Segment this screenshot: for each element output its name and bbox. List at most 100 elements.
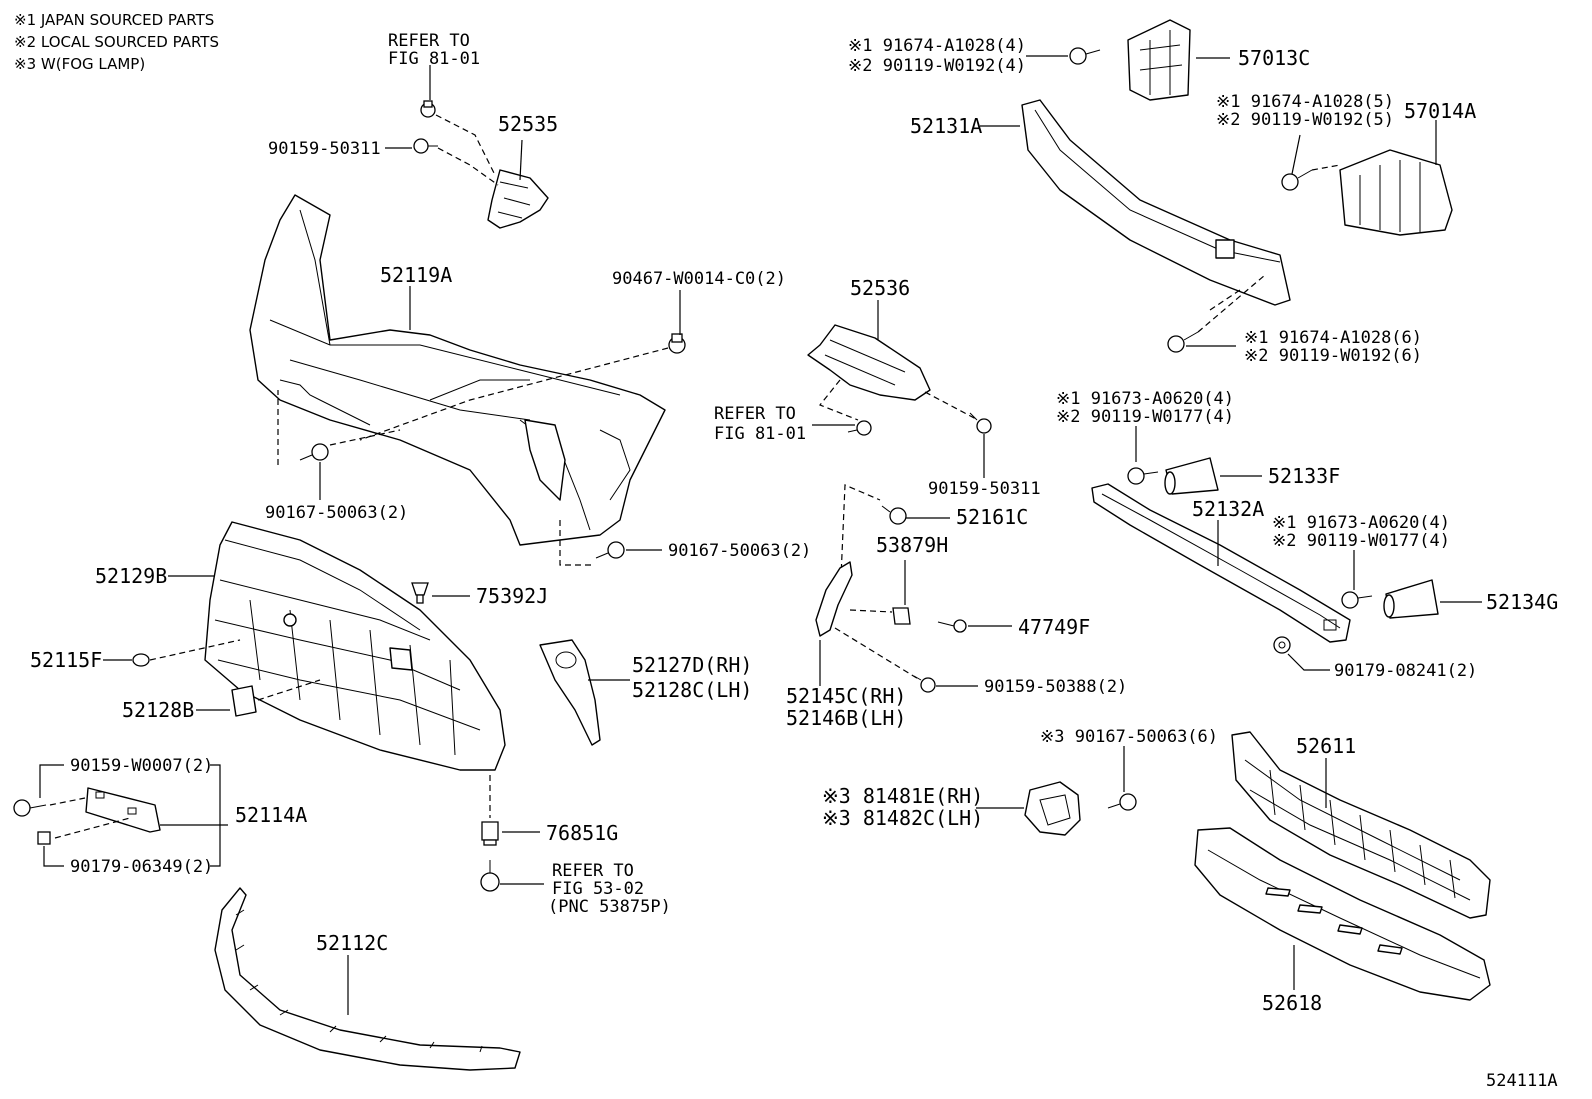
plug-icon (132, 653, 150, 667)
callout-90159-50388: 90159-50388(2) (984, 677, 1127, 697)
callout-52131A: 52131A (910, 114, 982, 138)
callout-52146B-lh: 52146B(LH) (786, 706, 906, 730)
screw-icon (969, 412, 992, 434)
clip-icon (481, 821, 499, 846)
bumper-cover-52119A[interactable] (249, 194, 666, 546)
nut-icon (1273, 636, 1291, 654)
callout-53879H: 53879H (876, 533, 948, 557)
callout-52618: 52618 (1262, 991, 1322, 1015)
callout-52115F: 52115F (30, 648, 102, 672)
bracket-57013C[interactable] (1127, 19, 1191, 101)
nut-icon (37, 831, 51, 845)
callout-52134G-bolt-2: ※2 90119-W0177(4) (1272, 531, 1450, 551)
callout-refer-fig-53-02-line3: (PNC 53875P) (548, 897, 671, 917)
absorber-52611[interactable] (1231, 731, 1491, 919)
callout-81481E-rh: ※3 81481E(RH) (822, 784, 983, 808)
spoiler-52112C[interactable] (214, 887, 521, 1071)
screw-icon (413, 138, 438, 154)
reinforcement-52132A[interactable] (1091, 483, 1351, 643)
callout-52119A: 52119A (380, 263, 452, 287)
reinforcement-52131A[interactable] (1021, 99, 1291, 306)
callout-52611: 52611 (1296, 734, 1356, 758)
callout-90167-50063-fog: ※3 90167-50063(6) (1040, 727, 1218, 747)
callout-52128B: 52128B (122, 698, 194, 722)
clip-icon (420, 100, 436, 118)
screw-icon (13, 799, 47, 817)
clip-icon (892, 607, 911, 625)
callout-52536: 52536 (850, 276, 910, 300)
fog-lamp-cover-81481E[interactable] (1024, 781, 1081, 836)
callout-52133F-bolt-2: ※2 90119-W0177(4) (1056, 407, 1234, 427)
callout-refer-fig-53-02-line1: REFER TO (552, 861, 634, 881)
cap-icon (231, 685, 257, 717)
screw-icon (595, 541, 625, 559)
callout-57014A-bolt-1: ※1 91674-A1028(5) (1216, 92, 1394, 112)
callout-75392J: 75392J (476, 584, 548, 608)
callout-81482C-lh: ※3 81482C(LH) (822, 806, 983, 830)
callout-52132A: 52132A (1192, 497, 1264, 521)
callout-refer-fig-81-01-top-line1: REFER TO (388, 31, 470, 51)
screw-icon (937, 619, 967, 633)
note-local-sourced: ※2 LOCAL SOURCED PARTS (14, 33, 219, 51)
bolt-icon (1281, 169, 1313, 191)
callout-52133F: 52133F (1268, 464, 1340, 488)
callout-refer-fig-81-01-mid-line2: FIG 81-01 (714, 424, 806, 444)
clip-icon (411, 582, 429, 604)
garnish-52127D[interactable] (539, 639, 601, 746)
callout-52133F-bolt-1: ※1 91673-A0620(4) (1056, 389, 1234, 409)
callout-52128C-lh: 52128C(LH) (632, 678, 752, 702)
license-bracket-52114A[interactable] (85, 787, 161, 833)
callout-57014A-bolt-2: ※2 90119-W0192(5) (1216, 110, 1394, 130)
callout-refer-fig-81-01-top-line2: FIG 81-01 (388, 49, 480, 69)
figure-id: 524111A (1486, 1071, 1558, 1091)
source-legend: ※1 JAPAN SOURCED PARTS ※2 LOCAL SOURCED … (14, 11, 219, 73)
callout-52535: 52535 (498, 112, 558, 136)
callout-52134G: 52134G (1486, 590, 1558, 614)
callout-57014A: 57014A (1404, 99, 1476, 123)
callout-52145C-rh: 52145C(RH) (786, 684, 906, 708)
screw-icon (1107, 793, 1137, 811)
note-fog-lamp: ※3 W(FOG LAMP) (14, 55, 145, 73)
callout-52131A-bolt-1: ※1 91674-A1028(6) (1244, 328, 1422, 348)
absorber-52134G[interactable] (1383, 579, 1439, 619)
callout-52129B: 52129B (95, 564, 167, 588)
callout-76851G: 76851G (546, 821, 618, 845)
absorber-52133F[interactable] (1164, 457, 1219, 495)
callout-52114A: 52114A (235, 803, 307, 827)
clip-icon (881, 505, 907, 525)
bolt-icon (1127, 467, 1159, 485)
callout-57013C: 57013C (1238, 46, 1310, 70)
callout-52161C: 52161C (956, 505, 1028, 529)
screw-icon (480, 860, 500, 892)
callout-90159-50311-b: 90159-50311 (928, 479, 1041, 499)
callout-57013C-bolt-1: ※1 91674-A1028(4) (848, 36, 1026, 56)
callout-90467-w0014-c0: 90467-W0014-C0(2) (612, 269, 786, 289)
screw-icon (299, 443, 329, 461)
bracket-52535[interactable] (487, 139, 549, 229)
callout-90179-08241: 90179-08241(2) (1334, 661, 1477, 681)
callout-90159-w0007: 90159-W0007(2) (70, 756, 213, 776)
callout-refer-fig-53-02-line2: FIG 53-02 (552, 879, 644, 899)
bracket-52145C[interactable] (815, 561, 853, 637)
callout-52112C: 52112C (316, 931, 388, 955)
callout-refer-fig-81-01-mid-line1: REFER TO (714, 404, 796, 424)
screw-icon (847, 420, 872, 436)
callout-90179-06349: 90179-06349(2) (70, 857, 213, 877)
bolt-icon (1341, 591, 1373, 609)
callout-57013C-bolt-2: ※2 90119-W0192(4) (848, 56, 1026, 76)
callout-52127D-rh: 52127D(RH) (632, 653, 752, 677)
screw-icon (913, 675, 936, 693)
bracket-52536[interactable] (807, 300, 931, 401)
callout-47749F: 47749F (1018, 615, 1090, 639)
callout-90159-50311-a: 90159-50311 (268, 139, 381, 159)
absorber-52618[interactable] (1194, 827, 1491, 1001)
note-japan-sourced: ※1 JAPAN SOURCED PARTS (14, 11, 214, 29)
callout-90167-50063-center: 90167-50063(2) (668, 541, 811, 561)
callout-90167-50063-left: 90167-50063(2) (265, 503, 408, 523)
bracket-57014A[interactable] (1339, 149, 1453, 236)
callout-52134G-bolt-1: ※1 91673-A0620(4) (1272, 513, 1450, 533)
grille-52129B[interactable] (204, 521, 506, 771)
bolt-icon (1167, 331, 1199, 353)
clip-icon (668, 333, 686, 354)
bolt-icon (1069, 47, 1101, 65)
